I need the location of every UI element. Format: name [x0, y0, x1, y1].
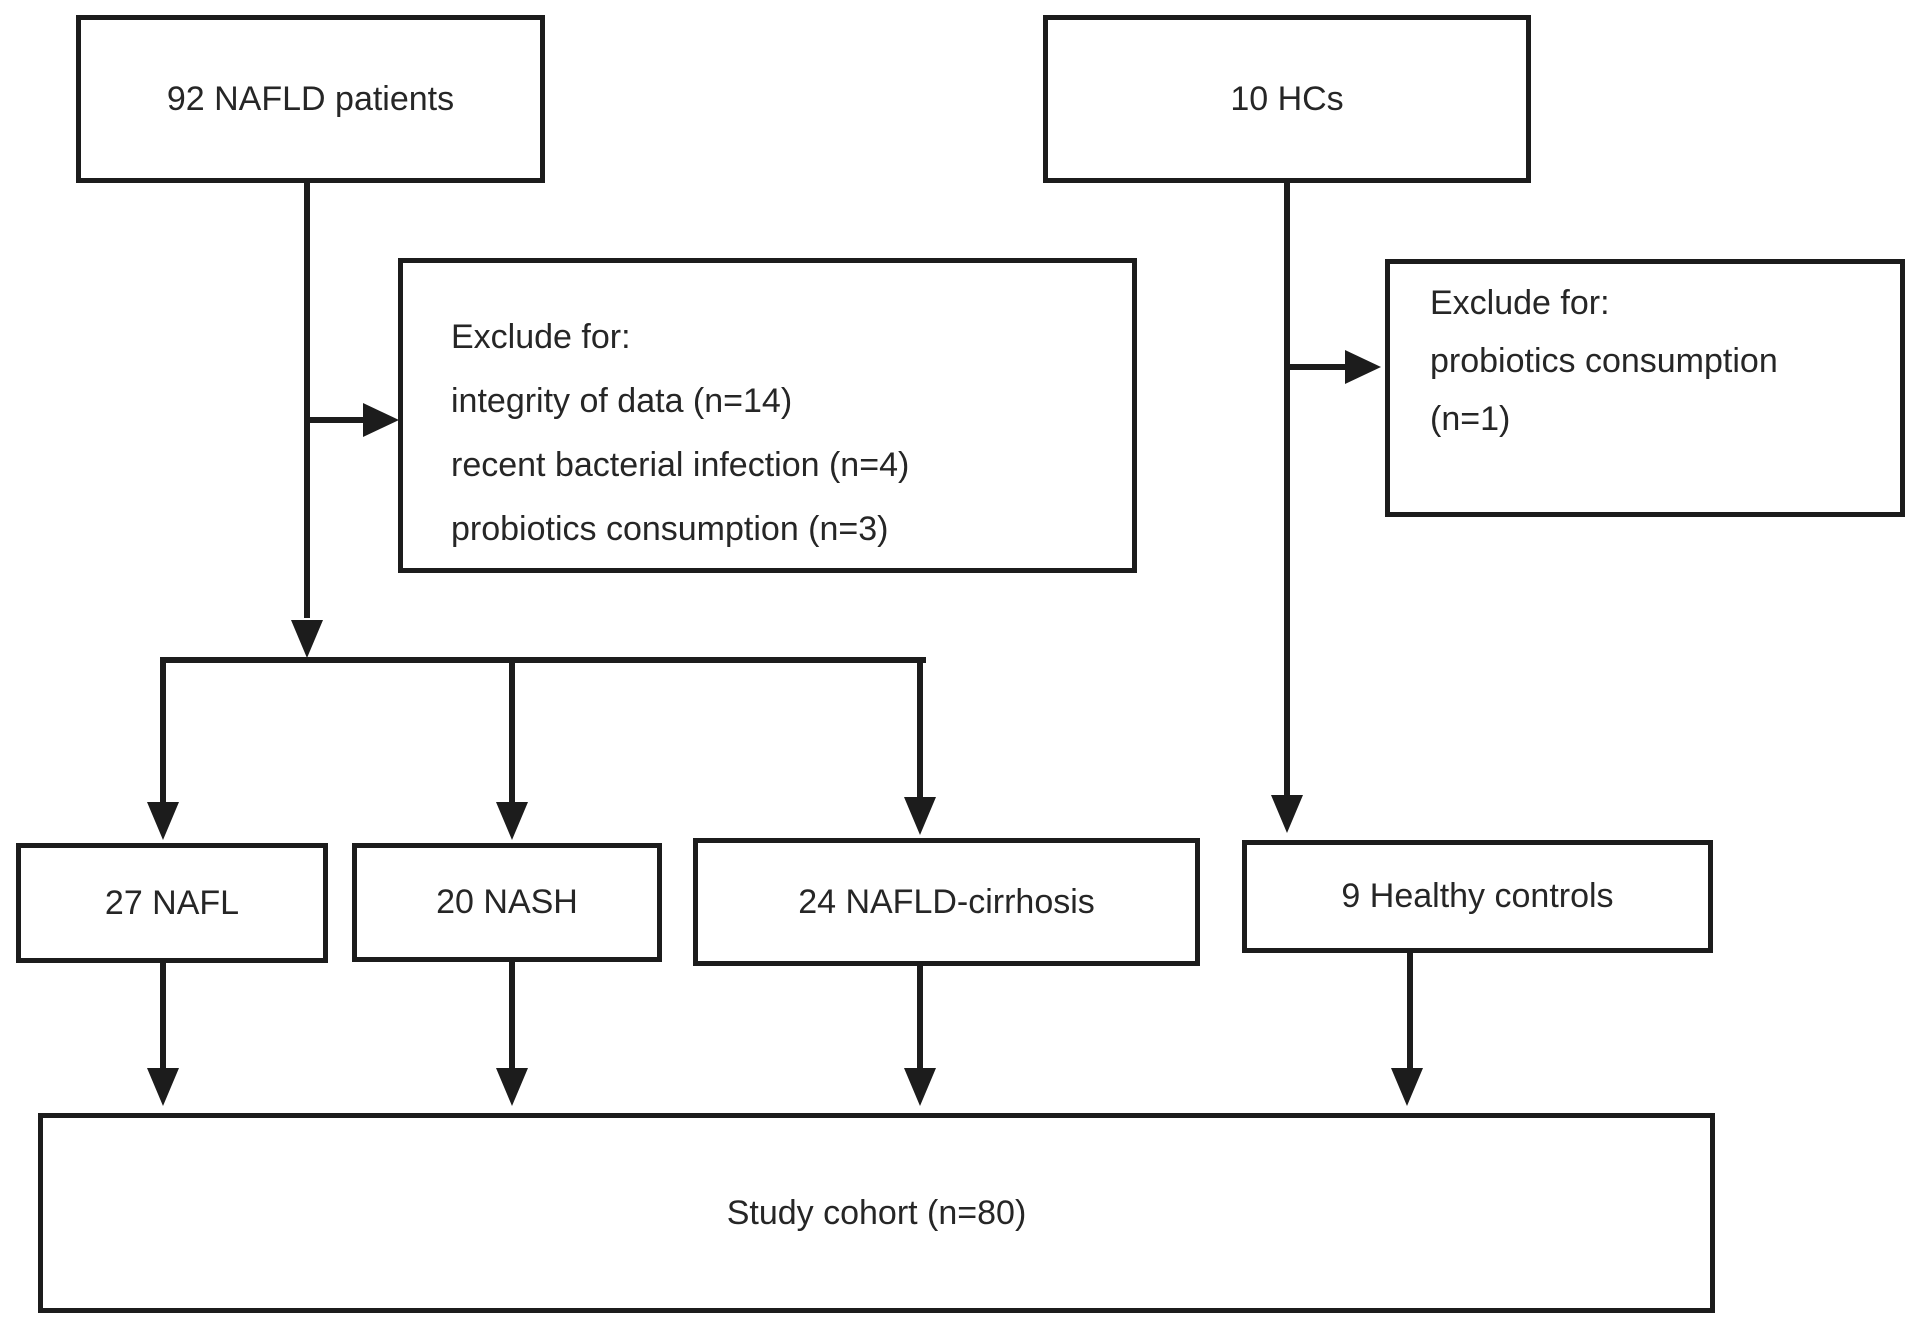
node-hcs: 10 HCs	[1043, 15, 1531, 183]
node-nafl: 27 NAFL	[16, 843, 328, 963]
node-exclude-nafld: Exclude for: integrity of data (n=14) re…	[398, 258, 1137, 573]
arrowhead-hcs-to-healthy-icon	[1271, 795, 1303, 833]
node-nafld-cirrhosis: 24 NAFLD-cirrhosis	[693, 838, 1200, 966]
arrowhead-cirrhosis-to-cohort-icon	[904, 1068, 936, 1106]
connector-branch-to-nafl-line	[160, 657, 166, 802]
arrowhead-branch-to-nash-icon	[496, 802, 528, 840]
node-nafld-cirrhosis-label: 24 NAFLD-cirrhosis	[798, 882, 1095, 921]
exclude-nafld-line-3: recent bacterial infection (n=4)	[451, 446, 910, 484]
arrowhead-nafld-to-exclude-icon	[363, 403, 399, 437]
node-nafl-label: 27 NAFL	[104, 883, 240, 922]
connector-branch-to-cirrhosis-line	[917, 657, 923, 797]
exclude-hcs-line-2: probiotics consumption	[1430, 342, 1778, 380]
node-healthy-controls: 9 Healthy controls	[1242, 840, 1713, 953]
node-nash: 20 NASH	[352, 843, 662, 962]
arrowhead-nafl-to-cohort-icon	[147, 1068, 179, 1106]
exclude-hcs-line-3: (n=1)	[1430, 400, 1511, 438]
arrowhead-healthy-to-cohort-icon	[1391, 1068, 1423, 1106]
node-nash-label: 20 NASH	[436, 883, 578, 922]
arrowhead-branch-to-cirrhosis-icon	[904, 797, 936, 835]
connector-cirrhosis-to-cohort-line	[917, 964, 923, 1068]
connector-hcs-to-exclude-line	[1287, 364, 1345, 370]
exclude-nafld-line-2: integrity of data (n=14)	[451, 382, 793, 420]
connector-branch-to-nash-line	[509, 657, 515, 802]
connector-healthy-to-cohort-line	[1407, 951, 1413, 1068]
arrowhead-nafld-to-branch-icon	[291, 620, 323, 658]
node-study-cohort-label: Study cohort (n=80)	[726, 1193, 1027, 1232]
connector-nafld-to-exclude-line	[307, 417, 363, 423]
exclude-nafld-line-1: Exclude for:	[451, 318, 631, 356]
connector-nafld-down-line	[304, 180, 310, 618]
node-nafld-patients-label: 92 NAFLD patients	[166, 79, 455, 118]
node-nafld-patients: 92 NAFLD patients	[76, 15, 545, 183]
exclude-hcs-line-1: Exclude for:	[1430, 284, 1610, 322]
exclude-nafld-line-4: probiotics consumption (n=3)	[451, 510, 889, 548]
connector-nafl-to-cohort-line	[160, 960, 166, 1068]
node-healthy-controls-label: 9 Healthy controls	[1341, 877, 1614, 916]
arrowhead-nash-to-cohort-icon	[496, 1068, 528, 1106]
node-study-cohort: Study cohort (n=80)	[38, 1113, 1715, 1313]
arrowhead-hcs-to-exclude-icon	[1345, 350, 1381, 384]
connector-branch-horizontal-line	[160, 657, 926, 663]
connector-nash-to-cohort-line	[509, 960, 515, 1068]
arrowhead-branch-to-nafl-icon	[147, 802, 179, 840]
connector-hcs-down-line	[1284, 180, 1290, 795]
node-exclude-hcs: Exclude for: probiotics consumption (n=1…	[1385, 259, 1905, 517]
node-hcs-label: 10 HCs	[1230, 79, 1344, 118]
